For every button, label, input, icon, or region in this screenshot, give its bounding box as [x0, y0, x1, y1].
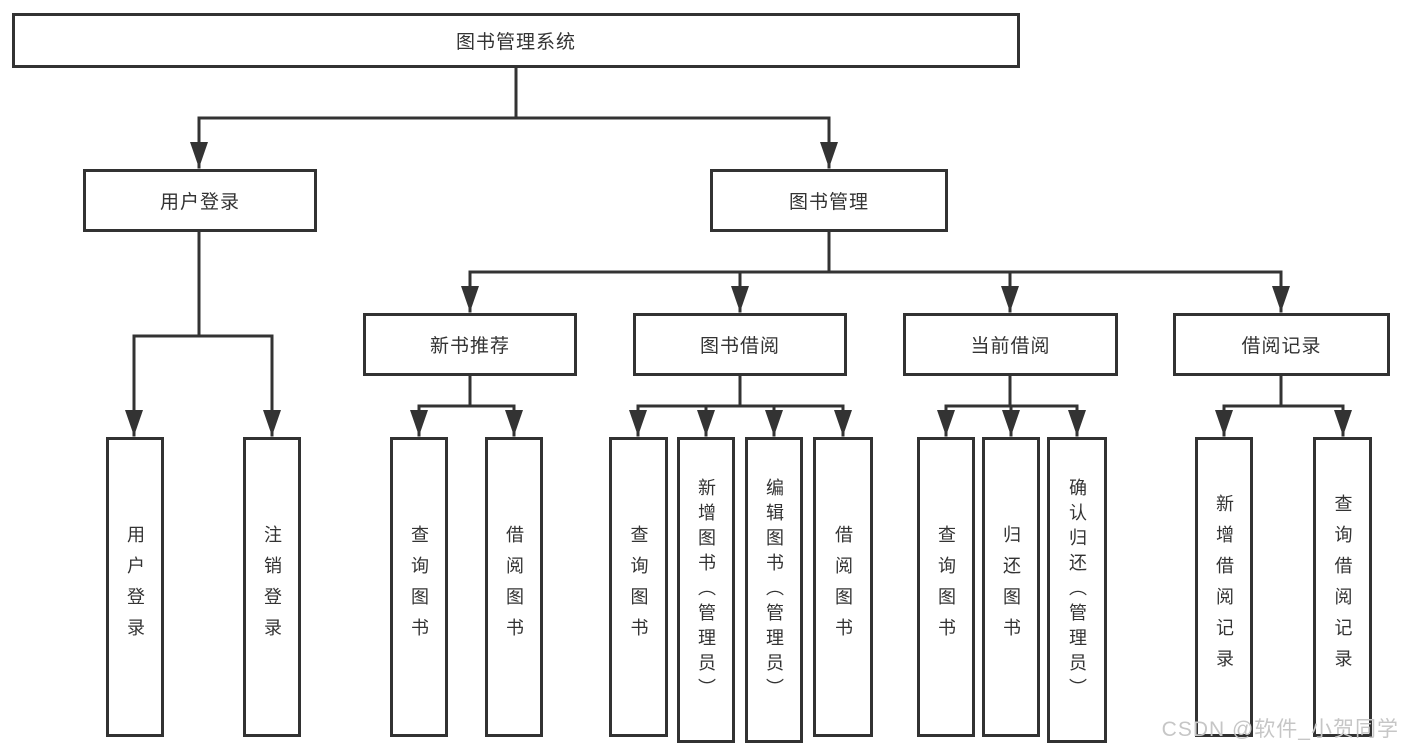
node-label: 新书推荐	[429, 336, 510, 357]
leaf-query-books-recommend: 查询图书	[390, 437, 448, 737]
node-label: 查询图书	[409, 525, 429, 649]
csdn-watermark: CSDN @软件_小贺同学	[1161, 718, 1399, 741]
node-label: 借阅图书	[833, 525, 853, 649]
node-label: 注销登录	[262, 525, 282, 649]
node-current-borrowing: 当前借阅	[903, 313, 1118, 376]
leaf-add-books-admin: 新增图书（管理员）	[677, 437, 735, 743]
leaf-query-books-current: 查询图书	[917, 437, 975, 737]
leaf-add-borrow-record: 新增借阅记录	[1195, 437, 1253, 737]
leaf-edit-books-admin: 编辑图书（管理员）	[745, 437, 803, 743]
node-label: 编辑图书（管理员）	[764, 477, 784, 703]
node-book-borrowing: 图书借阅	[633, 313, 847, 376]
node-label: 确认归还（管理员）	[1067, 477, 1087, 703]
node-label: 新增图书（管理员）	[696, 477, 716, 703]
node-borrowing-records: 借阅记录	[1173, 313, 1390, 376]
node-user-login: 用户登录	[83, 169, 317, 232]
node-label: 新增借阅记录	[1214, 494, 1234, 680]
leaf-query-books-borrowing: 查询图书	[609, 437, 668, 737]
node-label: 用户登录	[159, 192, 240, 213]
leaf-logout: 注销登录	[243, 437, 301, 737]
leaf-borrow-books-recommend: 借阅图书	[485, 437, 543, 737]
node-label: 借阅图书	[504, 525, 524, 649]
leaf-return-books: 归还图书	[982, 437, 1040, 737]
node-book-management: 图书管理	[710, 169, 948, 232]
node-label: 当前借阅	[970, 336, 1051, 357]
node-label: 图书借阅	[699, 336, 780, 357]
leaf-user-login: 用户登录	[106, 437, 164, 737]
node-label: 归还图书	[1001, 525, 1021, 649]
leaf-borrow-books: 借阅图书	[813, 437, 873, 737]
leaf-query-borrow-record: 查询借阅记录	[1313, 437, 1372, 737]
node-label: 图书管理系统	[455, 32, 576, 53]
node-library-management-system: 图书管理系统	[12, 13, 1020, 68]
node-new-book-recommendation: 新书推荐	[363, 313, 577, 376]
node-label: 查询图书	[628, 525, 649, 649]
node-label: 查询图书	[936, 525, 956, 649]
node-label: 借阅记录	[1241, 336, 1322, 357]
node-label: 查询借阅记录	[1332, 494, 1353, 680]
node-label: 用户登录	[125, 525, 145, 649]
node-label: 图书管理	[788, 192, 869, 213]
leaf-confirm-return-admin: 确认归还（管理员）	[1047, 437, 1107, 743]
